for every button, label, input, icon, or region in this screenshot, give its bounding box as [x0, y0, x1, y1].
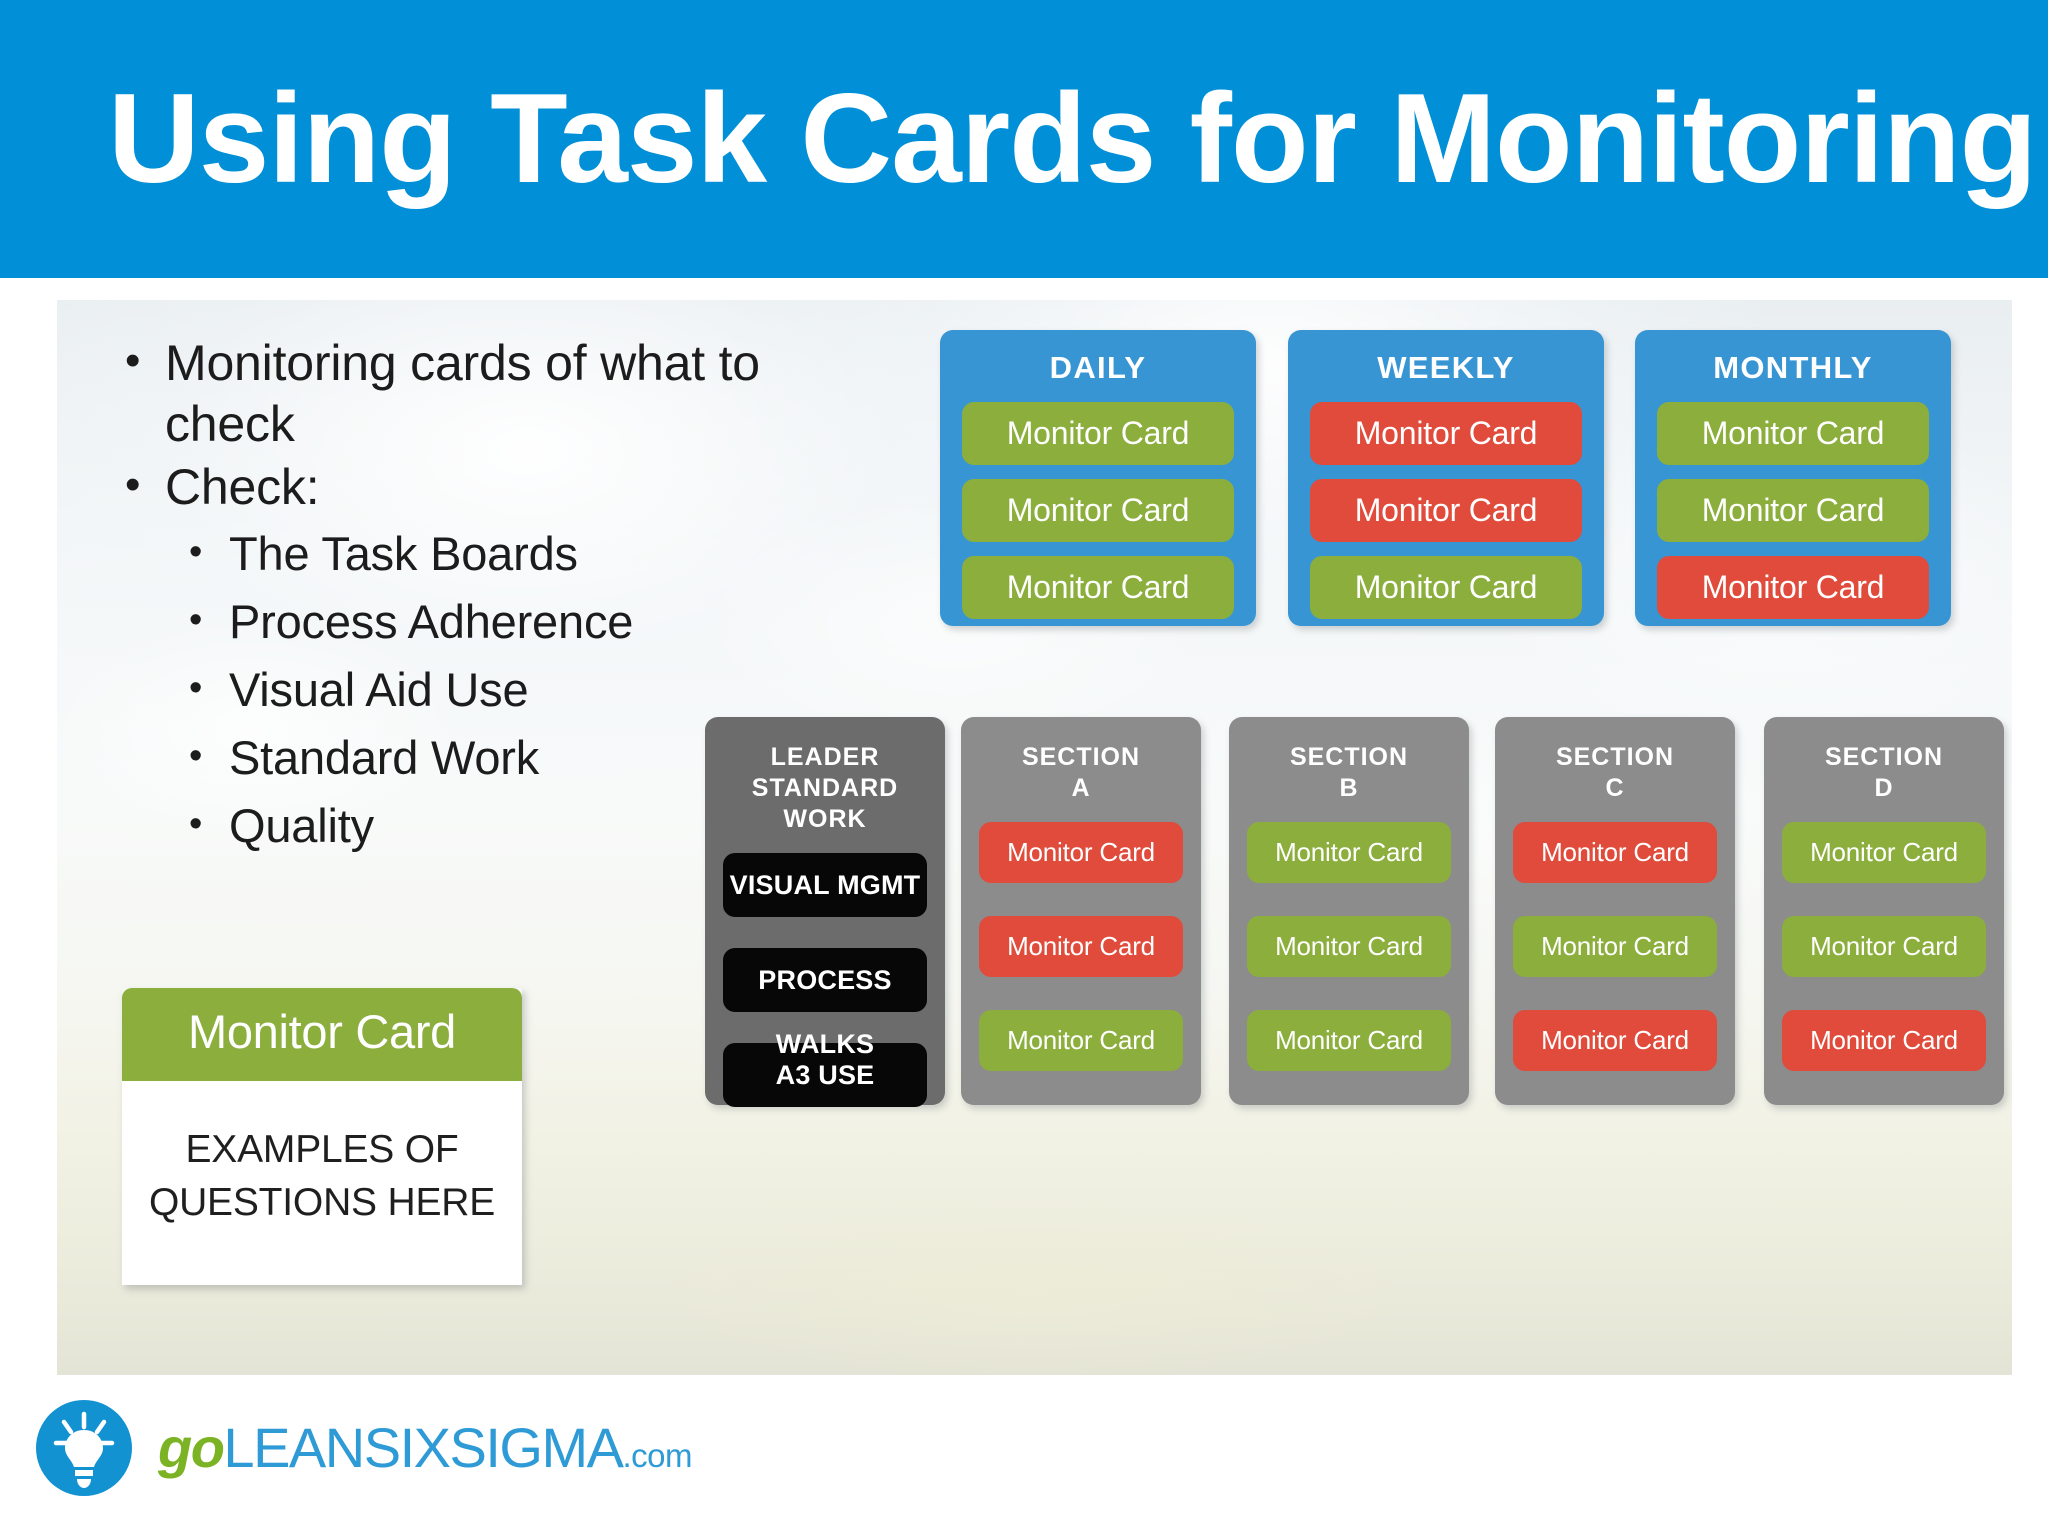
- monitor-card[interactable]: Monitor Card: [1657, 556, 1929, 619]
- bullet-item-monitoring-cards: Monitoring cards of what to check: [117, 330, 777, 455]
- monitor-card[interactable]: Monitor Card: [1782, 822, 1986, 883]
- bullet-item-quality: Quality: [117, 790, 777, 860]
- bullet-item-standard-work: Standard Work: [117, 722, 777, 792]
- section-panel-b-title-line2: B: [1339, 774, 1359, 802]
- frequency-panel-weekly-title: WEEKLY: [1377, 350, 1515, 385]
- monitor-card[interactable]: Monitor Card: [1310, 479, 1582, 542]
- section-panel-a-title-line1: SECTION: [1021, 743, 1141, 771]
- section-panel-c[interactable]: SECTION C Monitor Card Monitor Card Moni…: [1495, 717, 1735, 1105]
- monitor-card[interactable]: Monitor Card: [1782, 916, 1986, 977]
- section-panel-a-title-line2: A: [1071, 774, 1091, 802]
- monitor-card[interactable]: Monitor Card: [1513, 916, 1717, 977]
- monitor-card[interactable]: Monitor Card: [962, 479, 1234, 542]
- monitor-card[interactable]: Monitor Card: [1247, 822, 1451, 883]
- leader-standard-work-title-line1: LEADER: [770, 743, 880, 771]
- section-panel-b-title-line1: SECTION: [1289, 743, 1409, 771]
- section-panel-d[interactable]: SECTION D Monitor Card Monitor Card Moni…: [1764, 717, 2004, 1105]
- logo-main-text: LEANSIXSIGMA: [223, 1416, 624, 1479]
- leader-standard-work-title-line2: STANDARD WORK: [751, 774, 899, 833]
- section-panel-d-title-line1: SECTION: [1824, 743, 1944, 771]
- section-panel-b[interactable]: SECTION B Monitor Card Monitor Card Moni…: [1229, 717, 1469, 1105]
- section-panel-a-title: SECTION A: [979, 717, 1183, 822]
- frequency-panel-daily-title: DAILY: [1049, 350, 1147, 385]
- frequency-panel-daily[interactable]: DAILY Monitor Card Monitor Card Monitor …: [940, 330, 1256, 626]
- monitor-card[interactable]: Monitor Card: [962, 402, 1234, 465]
- monitor-card[interactable]: Monitor Card: [1657, 479, 1929, 542]
- section-panel-c-title: SECTION C: [1513, 717, 1717, 822]
- slide-content-area: Monitoring cards of what to check Check:…: [57, 300, 2012, 1375]
- page-title: Using Task Cards for Monitoring: [108, 67, 2037, 210]
- monitor-card[interactable]: Monitor Card: [1247, 916, 1451, 977]
- bullet-item-task-boards: The Task Boards: [117, 518, 777, 588]
- frequency-panel-monthly-title: MONTHLY: [1713, 350, 1873, 385]
- section-panel-b-title: SECTION B: [1247, 717, 1451, 822]
- lightbulb-icon: [36, 1400, 132, 1496]
- bullet-item-visual-aid-use: Visual Aid Use: [117, 654, 777, 724]
- bullet-item-check: Check:: [117, 454, 777, 518]
- leader-task-card-visual-mgmt[interactable]: VISUAL MGMT: [723, 853, 927, 917]
- monitor-card[interactable]: Monitor Card: [1310, 556, 1582, 619]
- section-panel-c-title-line2: C: [1605, 774, 1625, 802]
- section-panel-d-title-line2: D: [1874, 774, 1894, 802]
- section-panel-a[interactable]: SECTION A Monitor Card Monitor Card Moni…: [961, 717, 1201, 1105]
- example-monitor-card-body: EXAMPLES OF QUESTIONS HERE: [122, 1081, 522, 1285]
- section-panel-d-title: SECTION D: [1782, 717, 1986, 822]
- example-monitor-card-body-line2: QUESTIONS HERE: [148, 1181, 496, 1224]
- leader-standard-work-panel-title: LEADER STANDARD WORK: [723, 717, 927, 853]
- monitor-card[interactable]: Monitor Card: [1513, 822, 1717, 883]
- bullet-item-process-adherence: Process Adherence: [117, 586, 777, 656]
- monitor-card[interactable]: Monitor Card: [1782, 1010, 1986, 1071]
- monitor-card[interactable]: Monitor Card: [1310, 402, 1582, 465]
- logo-go-text: go: [158, 1416, 225, 1479]
- frequency-panel-monthly[interactable]: MONTHLY Monitor Card Monitor Card Monito…: [1635, 330, 1951, 626]
- example-monitor-card-title: Monitor Card: [122, 988, 522, 1081]
- monitor-card[interactable]: Monitor Card: [1513, 1010, 1717, 1071]
- section-panel-c-title-line1: SECTION: [1555, 743, 1675, 771]
- logo-wordmark: goLEANSIXSIGMA.com: [158, 1420, 692, 1476]
- logo-dotcom-text: .com: [622, 1437, 692, 1474]
- leader-task-card-a3-use[interactable]: A3 USE: [723, 1043, 927, 1107]
- leader-standard-work-panel[interactable]: LEADER STANDARD WORK VISUAL MGMT PROCESS…: [705, 717, 945, 1107]
- monitor-card[interactable]: Monitor Card: [1657, 402, 1929, 465]
- example-monitor-card: Monitor Card EXAMPLES OF QUESTIONS HERE: [122, 988, 522, 1285]
- bullet-list: Monitoring cards of what to check Check:…: [117, 330, 777, 860]
- footer-logo[interactable]: goLEANSIXSIGMA.com: [36, 1400, 692, 1496]
- example-monitor-card-body-line1: EXAMPLES OF: [185, 1128, 459, 1171]
- leader-task-card-process-walks[interactable]: PROCESS WALKS: [723, 948, 927, 1059]
- monitor-card[interactable]: Monitor Card: [979, 916, 1183, 977]
- monitor-card[interactable]: Monitor Card: [979, 822, 1183, 883]
- monitor-card[interactable]: Monitor Card: [962, 556, 1234, 619]
- monitor-card[interactable]: Monitor Card: [979, 1010, 1183, 1071]
- frequency-panel-weekly[interactable]: WEEKLY Monitor Card Monitor Card Monitor…: [1288, 330, 1604, 626]
- monitor-card[interactable]: Monitor Card: [1247, 1010, 1451, 1071]
- slide-header-bar: Using Task Cards for Monitoring: [0, 0, 2048, 278]
